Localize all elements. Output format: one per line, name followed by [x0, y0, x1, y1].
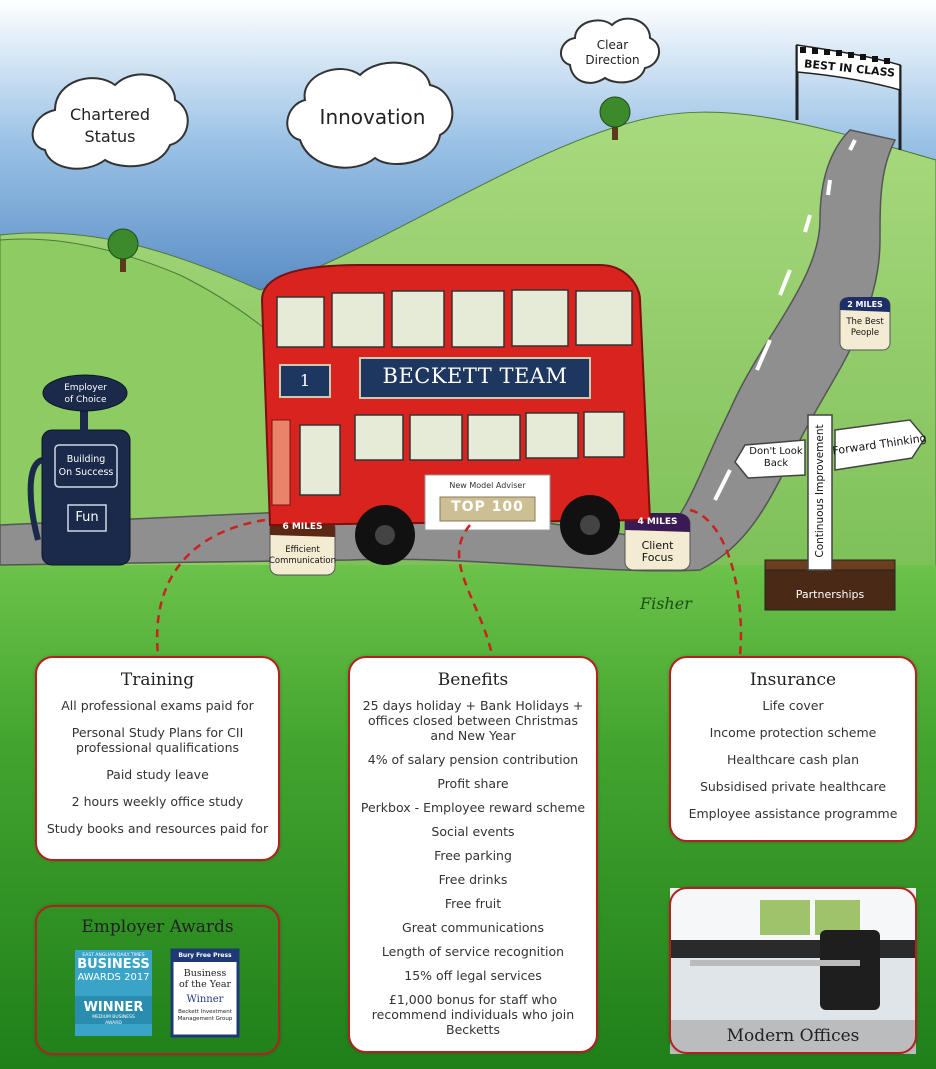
bus-destination: BECKETT TEAM [382, 364, 568, 388]
insurance-list: Life cover Income protection scheme Heal… [671, 698, 915, 821]
benefits-card: Benefits 25 days holiday + Bank Holidays… [348, 656, 598, 1053]
cloud-chartered-text: Chartered Status [69, 105, 151, 146]
bus-body [260, 264, 652, 565]
award1-badge: EAST ANGLIAN DAILY TIMES BUSINESS AWARDS… [75, 950, 152, 1036]
list-item: Social events [431, 824, 515, 839]
training-title: Training [120, 670, 195, 690]
award2-winner: Winner [186, 994, 224, 1005]
award1-category: MEDIUM BUSINESS AWARD [92, 1015, 135, 1026]
list-item: Employee assistance programme [688, 806, 898, 821]
bus-route-number: 1 [299, 371, 311, 390]
milestone-2-label: The Best People [846, 317, 884, 338]
list-item: Length of service recognition [381, 944, 565, 959]
signpost-left-text: Don't Look Back [749, 446, 803, 469]
office-photo [670, 888, 916, 1054]
signpost-left-arrow [734, 439, 806, 479]
list-item: Personal Study Plans for CII professiona… [71, 725, 244, 755]
signpost-right-arrow [834, 419, 926, 471]
list-item: Free fruit [444, 896, 502, 911]
list-item: 4% of salary pension contribution [367, 752, 579, 767]
list-item: Subsidised private healthcare [699, 779, 887, 794]
list-item: Study books and resources paid for [46, 821, 269, 836]
pump-top-sign: Employer of Choice [64, 383, 107, 405]
artist-signature: Fisher [640, 594, 692, 613]
insurance-title: Insurance [749, 670, 837, 690]
cloud-direction [560, 17, 660, 84]
award1-line1: BUSINESS [77, 957, 150, 972]
road-dashes [713, 139, 857, 501]
list-item: 2 hours weekly office study [71, 794, 244, 809]
list-item: Profit share [437, 776, 509, 791]
awards-card: Employer Awards [35, 905, 280, 1055]
award1-line2: AWARDS 2017 [77, 972, 150, 983]
signpost-pole [807, 414, 833, 571]
list-item: Great communications [402, 920, 544, 935]
bus-badge-small: New Model Adviser [449, 481, 526, 490]
milestone-2-miles: 2 MILES [847, 300, 883, 309]
offices-title: Modern Offices [726, 1026, 860, 1046]
list-item: Paid study leave [106, 767, 209, 782]
fuel-pump [27, 374, 131, 566]
list-item: Income protection scheme [709, 725, 877, 740]
benefits-list: 25 days holiday + Bank Holidays + office… [350, 698, 596, 1037]
list-item: £1,000 bonus for staff who recommend ind… [371, 992, 575, 1037]
award1-graphic [75, 950, 152, 1036]
milestone-6-label: Efficient Communication [269, 545, 336, 566]
list-item: Free drinks [438, 872, 508, 887]
training-list: All professional exams paid for Personal… [37, 698, 278, 836]
milestone-4 [624, 513, 691, 571]
list-item: Free parking [434, 848, 512, 863]
pump-fun-button: Fun [75, 510, 99, 525]
award2-badge: Bury Free Press Business of the Year Win… [172, 950, 238, 1036]
award2-graphic [170, 948, 240, 1038]
cloud-direction-text: Clear Direction [585, 38, 640, 67]
award2-org: Beckett Investment Management Group [177, 1009, 233, 1022]
tree-left [107, 228, 139, 272]
cloud-innovation [286, 61, 454, 169]
milestone-2 [839, 297, 891, 351]
pump-panel: Building On Success [58, 454, 114, 478]
cloud-innovation-text: Innovation [319, 105, 426, 129]
finish-flag [795, 44, 902, 150]
signpost-vertical-text: Continuous Improvement [814, 424, 826, 558]
connector-lines [155, 508, 743, 656]
milestone-6-miles: 6 MILES [282, 522, 323, 532]
list-item: Perkbox - Employee reward scheme [360, 800, 586, 815]
award1-winner: WINNER [83, 1000, 144, 1015]
list-item: Healthcare cash plan [726, 752, 860, 767]
offices-card: Modern Offices [669, 887, 917, 1054]
list-item: 15% off legal services [404, 968, 542, 983]
insurance-card: Insurance Life cover Income protection s… [669, 656, 917, 842]
list-item: Life cover [762, 698, 824, 713]
award2-line1: Business of the Year [178, 968, 232, 990]
milestone-4-miles: 4 MILES [637, 517, 678, 527]
benefits-title: Benefits [437, 670, 509, 690]
cloud-chartered [31, 73, 189, 170]
award2-paper: Bury Free Press [178, 952, 232, 959]
tree-right [599, 96, 631, 140]
bus-badge-big: TOP 100 [451, 499, 524, 515]
signpost-base-text: Partnerships [795, 588, 865, 601]
awards-title: Employer Awards [81, 917, 234, 937]
list-item: 25 days holiday + Bank Holidays + office… [362, 698, 584, 743]
list-item: All professional exams paid for [61, 698, 254, 713]
award1-top: EAST ANGLIAN DAILY TIMES [82, 953, 145, 958]
training-card: Training All professional exams paid for… [35, 656, 280, 861]
milestone-4-label: Client Focus [641, 539, 674, 564]
